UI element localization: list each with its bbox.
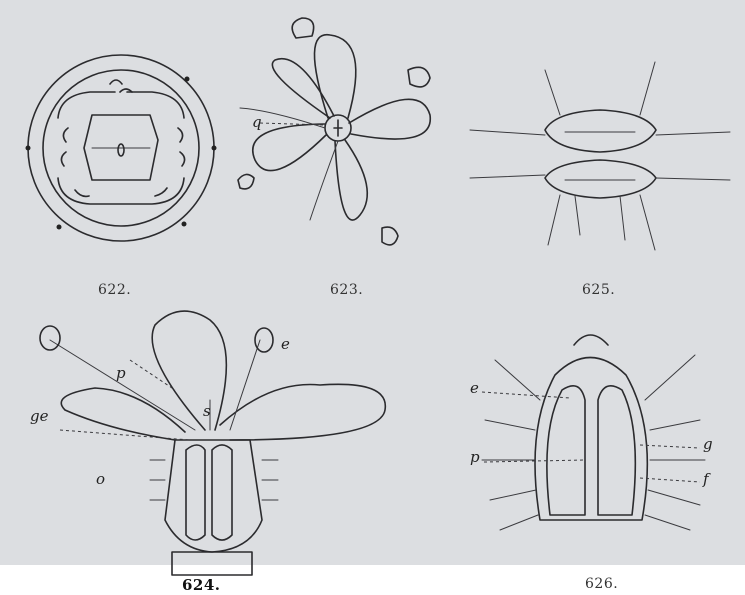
- label-626-f: f: [703, 470, 709, 488]
- figure-number-625: 625.: [582, 282, 615, 298]
- label-626-p: p: [470, 448, 480, 466]
- figure-625-drawing: [470, 62, 730, 250]
- label-626-e: e: [470, 379, 479, 397]
- label-626-g: g: [703, 435, 713, 453]
- label-623-q: q: [252, 113, 262, 131]
- label-624-ge: ge: [30, 407, 48, 425]
- label-624-o: o: [96, 470, 105, 488]
- figure-number-623: 623.: [330, 282, 363, 298]
- figure-623-drawing: [238, 18, 430, 245]
- figure-number-622: 622.: [98, 282, 131, 298]
- figure-622-drawing: [26, 55, 217, 241]
- figure-624-drawing: [40, 311, 385, 575]
- label-624-s: s: [203, 402, 211, 420]
- figure-number-624: 624.: [182, 576, 221, 594]
- label-624-e: e: [281, 335, 290, 353]
- label-624-p: p: [116, 364, 126, 382]
- figure-626-drawing: [482, 335, 705, 530]
- figure-number-626: 626.: [585, 576, 618, 592]
